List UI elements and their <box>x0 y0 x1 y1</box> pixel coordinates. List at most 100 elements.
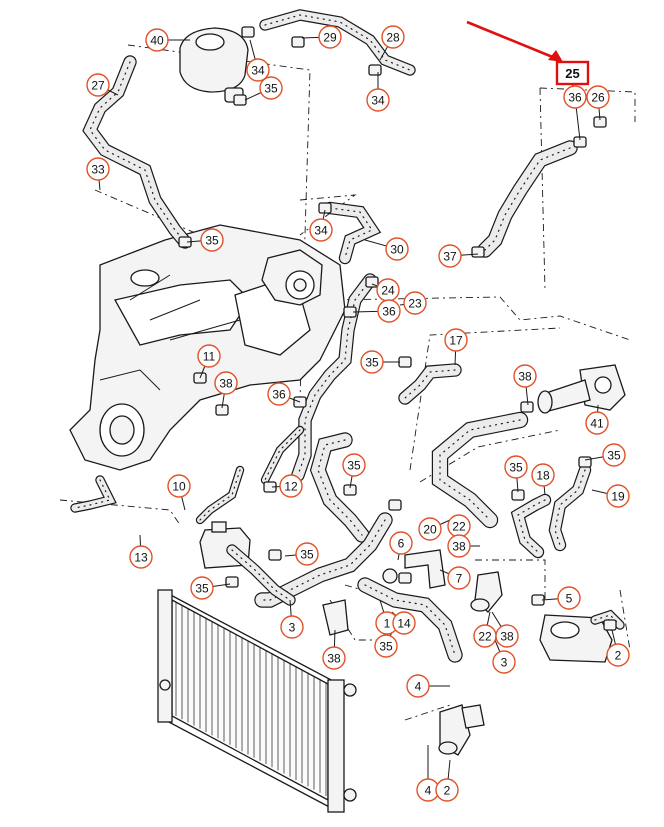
engine-block <box>69 224 346 471</box>
hose-body <box>549 465 590 550</box>
callout-30: 30 <box>385 237 409 261</box>
bracket <box>382 549 446 589</box>
clamp <box>398 572 412 584</box>
callout-number: 41 <box>590 417 604 431</box>
callout-number: 10 <box>172 480 186 494</box>
callout-number: 34 <box>314 224 328 238</box>
callout-number: 35 <box>509 461 523 475</box>
callout-circle <box>444 328 468 352</box>
callout-41: 41 <box>585 411 609 435</box>
callout-circle <box>86 157 110 181</box>
callout-2: 2 <box>606 643 630 667</box>
expansion-tank <box>179 27 249 103</box>
callout-number: 35 <box>379 640 393 654</box>
callout-38: 38 <box>322 646 346 670</box>
callout-number: 5 <box>566 592 573 606</box>
callout-circle <box>435 778 459 802</box>
callout-35: 35 <box>374 634 398 658</box>
callout-38: 38 <box>495 624 519 648</box>
callout-34: 34 <box>366 88 390 112</box>
callout-3: 3 <box>280 615 304 639</box>
clamp <box>233 94 247 106</box>
callout-29: 29 <box>318 25 342 49</box>
hose-texture <box>439 419 521 521</box>
callout-14: 14 <box>392 611 416 635</box>
callout-number: 38 <box>219 377 233 391</box>
callout-circle <box>385 237 409 261</box>
hose-body <box>478 141 577 257</box>
callout-number: 35 <box>347 459 361 473</box>
callout-34: 34 <box>246 58 270 82</box>
clamp <box>318 202 332 214</box>
callout-circle <box>495 624 519 648</box>
callout-circle <box>389 531 413 555</box>
callout-number: 33 <box>91 163 105 177</box>
callout-3: 3 <box>492 650 516 674</box>
clamp <box>241 26 255 38</box>
callout-circle <box>377 299 401 323</box>
callout-38: 38 <box>447 534 471 558</box>
callout-number: 38 <box>327 652 341 666</box>
callout-number: 6 <box>398 537 405 551</box>
callout-circle <box>492 650 516 674</box>
clamp <box>603 619 617 631</box>
callout-7: 7 <box>447 566 471 590</box>
callout-number: 12 <box>284 480 298 494</box>
callout-4: 4 <box>406 674 430 698</box>
callout-circle <box>280 615 304 639</box>
clamp <box>268 549 282 561</box>
callout-number: 40 <box>150 34 164 48</box>
callout-circle <box>295 542 319 566</box>
callout-number: 35 <box>365 356 379 370</box>
callout-26: 26 <box>586 85 610 109</box>
callout-number: 37 <box>443 250 457 264</box>
callout-33: 33 <box>86 157 110 181</box>
hose-texture <box>364 584 456 656</box>
callout-22: 22 <box>447 514 471 538</box>
callout-34: 34 <box>309 218 333 242</box>
callout-number: 34 <box>251 64 265 78</box>
callout-27: 27 <box>86 73 110 97</box>
callout-number: 35 <box>205 234 219 248</box>
highlighted-part-number: 25 <box>565 66 579 81</box>
callout-number: 38 <box>518 370 532 384</box>
callout-number: 23 <box>408 297 422 311</box>
callout-circle <box>86 73 110 97</box>
hose-body <box>83 56 191 248</box>
callout-35: 35 <box>360 350 384 374</box>
callout-circle <box>606 643 630 667</box>
callout-circle <box>309 218 333 242</box>
callout-36: 36 <box>377 299 401 323</box>
hose-body <box>325 203 380 263</box>
callout-number: 38 <box>452 540 466 554</box>
callout-circle <box>381 25 405 49</box>
clamp <box>225 576 239 588</box>
hose-texture <box>594 614 621 626</box>
callout-circle <box>214 371 238 395</box>
callout-circle <box>447 534 471 558</box>
callout-number: 35 <box>300 548 314 562</box>
callout-number: 2 <box>615 649 622 663</box>
hose-texture <box>517 499 546 553</box>
callout-circle <box>197 344 221 368</box>
callout-10: 10 <box>167 474 191 498</box>
callout-circle <box>403 291 427 315</box>
callout-number: 7 <box>456 572 463 586</box>
clamp <box>398 356 412 368</box>
pump-housing <box>261 249 323 306</box>
radiator <box>157 589 357 813</box>
callout-number: 22 <box>478 630 492 644</box>
hose-texture <box>264 14 411 71</box>
callout-number: 2 <box>444 784 451 798</box>
hose-texture <box>404 369 456 399</box>
clamp <box>471 246 485 258</box>
hose-body <box>227 545 295 605</box>
highlight-box <box>555 60 590 86</box>
callout-35: 35 <box>295 542 319 566</box>
callout-circle <box>374 634 398 658</box>
callout-35: 35 <box>259 76 283 100</box>
callout-circle <box>557 586 581 610</box>
clamp <box>365 276 379 288</box>
